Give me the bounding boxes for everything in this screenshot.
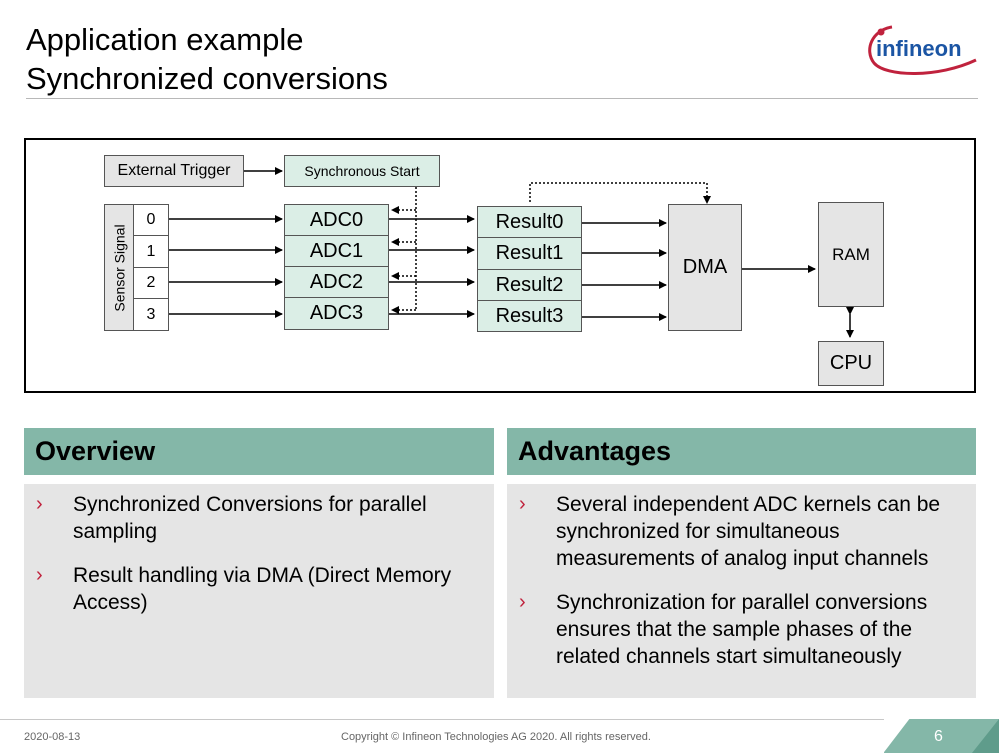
sensor-signal-label: Sensor Signal	[112, 224, 129, 312]
footer-date: 2020-08-13	[24, 731, 81, 743]
advantages-bullet-text: Several independent ADC kernels can be s…	[556, 493, 941, 570]
advantages-bullet-text: Synchronization for parallel conversions…	[556, 591, 928, 668]
title-line-1: Application example	[26, 22, 304, 57]
adc0-box: ADC0	[284, 204, 389, 236]
overview-bullet-1: › Synchronized Conversions for parallel …	[36, 491, 480, 545]
overview-bullet-text: Synchronized Conversions for parallel sa…	[73, 493, 427, 543]
chevron-right-icon: ›	[36, 564, 43, 586]
dotted-result-to-dma	[529, 182, 711, 204]
synchronous-start-box: Synchronous Start	[284, 155, 440, 187]
sensor-channel-1: 1	[133, 235, 169, 268]
ram-box: RAM	[818, 202, 884, 307]
adc3-box: ADC3	[284, 297, 389, 330]
logo-swoosh	[868, 25, 977, 75]
title-line-2: Synchronized conversions	[26, 61, 388, 96]
dma-box: DMA	[668, 204, 742, 331]
page-number: 6	[934, 728, 943, 745]
title-divider	[26, 98, 978, 99]
overview-heading: Overview	[24, 428, 494, 475]
overview-bullet-2: › Result handling via DMA (Direct Memory…	[36, 562, 480, 616]
overview-panel: › Synchronized Conversions for parallel …	[24, 484, 494, 698]
logo-dot	[877, 28, 885, 36]
overview-bullet-text: Result handling via DMA (Direct Memory A…	[73, 564, 452, 614]
slide-title: Application example Synchronized convers…	[26, 20, 388, 98]
block-diagram: External Trigger Synchronous Start Senso…	[24, 138, 976, 393]
advantages-panel: › Several independent ADC kernels can be…	[507, 484, 976, 698]
cpu-box: CPU	[818, 341, 884, 386]
footer-copyright: Copyright © Infineon Technologies AG 202…	[341, 731, 651, 743]
result1-box: Result1	[477, 237, 582, 270]
result0-box: Result0	[477, 206, 582, 238]
advantages-bullet-1: › Several independent ADC kernels can be…	[519, 491, 962, 572]
chevron-right-icon: ›	[36, 493, 43, 515]
sensor-channel-2: 2	[133, 267, 169, 299]
sensor-channel-3: 3	[133, 298, 169, 331]
sensor-channel-0: 0	[133, 204, 169, 236]
advantages-heading: Advantages	[507, 428, 976, 475]
page-number-tab	[884, 719, 999, 753]
chevron-right-icon: ›	[519, 493, 526, 515]
footer-divider	[0, 719, 884, 720]
result3-box: Result3	[477, 300, 582, 332]
chevron-right-icon: ›	[519, 591, 526, 613]
infineon-logo: infineon	[868, 25, 977, 75]
adc1-box: ADC1	[284, 235, 389, 267]
adc2-box: ADC2	[284, 266, 389, 298]
diagram-connectors	[156, 167, 854, 338]
advantages-bullet-2: › Synchronization for parallel conversio…	[519, 589, 962, 670]
external-trigger-box: External Trigger	[104, 155, 244, 187]
logo-text: infineon	[876, 36, 962, 61]
result2-box: Result2	[477, 269, 582, 301]
